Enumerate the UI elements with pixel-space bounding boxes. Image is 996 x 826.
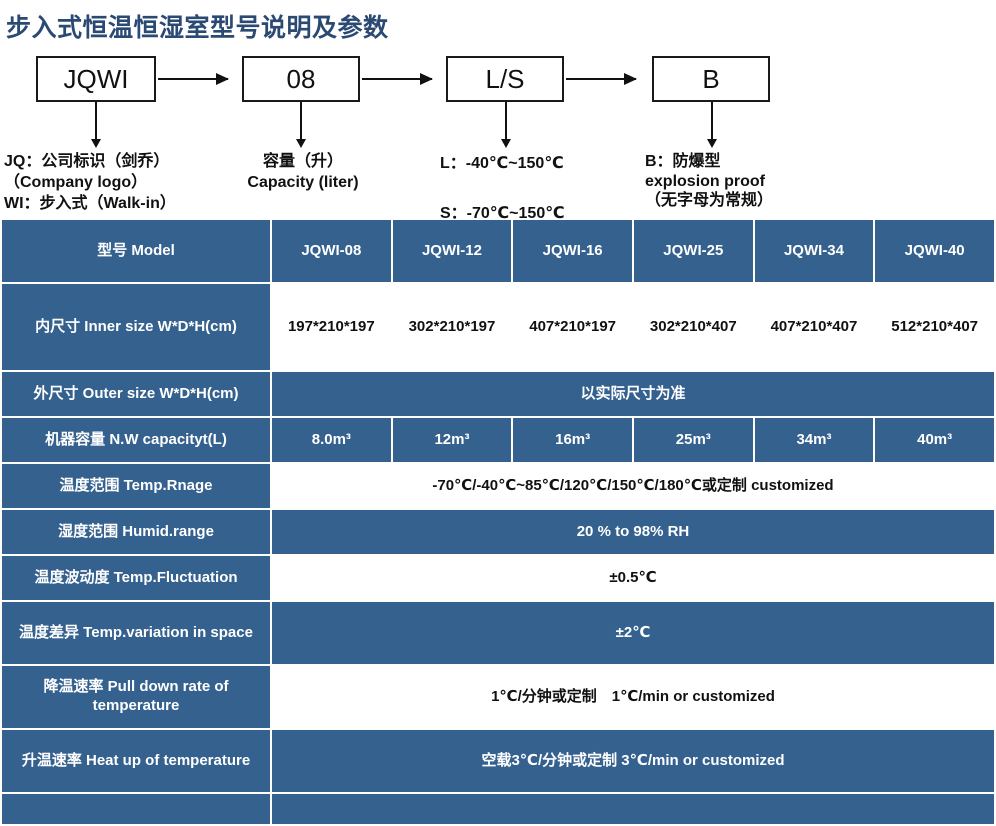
arrow-down-icon-2 — [296, 102, 305, 148]
row-label: 湿度范围 Humid.range — [2, 510, 270, 554]
row-label — [2, 794, 270, 824]
row-value-merged: ±2℃ — [272, 602, 994, 664]
arrow-down-icon-3 — [501, 102, 510, 148]
row-value-merged: 20 % to 98% RH — [272, 510, 994, 554]
row-label: 温度波动度 Temp.Fluctuation — [2, 556, 270, 600]
flow-box-jqwi: JQWI — [36, 56, 156, 102]
model-code-diagram: JQWI 08 L/S B JQ：公司标识（剑乔） （Company logo）… — [0, 48, 996, 222]
row-value-jqwi-08: 8.0m³ — [272, 418, 391, 462]
row-label: 外尺寸 Outer size W*D*H(cm) — [2, 372, 270, 416]
arrow-right-icon-3 — [566, 73, 637, 85]
table-row — [2, 794, 994, 824]
row-value-jqwi-08: 197*210*197 — [272, 284, 391, 370]
flow-box-capacity: 08 — [242, 56, 360, 102]
row-value-jqwi-34: 407*210*407 — [754, 284, 874, 370]
row-label: 温度范围 Temp.Rnage — [2, 464, 270, 508]
table-row: 温度范围 Temp.Rnage-70℃/-40℃~85℃/120℃/150℃/1… — [2, 464, 994, 508]
table-row: 外尺寸 Outer size W*D*H(cm)以实际尺寸为准 — [2, 372, 994, 416]
legend-company-logo: JQ：公司标识（剑乔） （Company logo） WI：步入式（Walk-i… — [4, 153, 176, 212]
row-value-merged: ±0.5℃ — [272, 556, 994, 600]
row-value-merged: 以实际尺寸为准 — [272, 372, 994, 416]
header-cell-model-jqwi-08: JQWI-08 — [272, 220, 391, 282]
row-label: 内尺寸 Inner size W*D*H(cm) — [2, 284, 270, 370]
row-value-jqwi-16: 407*210*197 — [513, 284, 632, 370]
row-value-merged: -70℃/-40℃~85℃/120℃/150℃/180℃或定制 customiz… — [272, 464, 994, 508]
row-value-jqwi-12: 12m³ — [392, 418, 512, 462]
header-cell-model-jqwi-25: JQWI-25 — [633, 220, 753, 282]
row-value-merged — [272, 794, 994, 824]
row-value-jqwi-16: 16m³ — [513, 418, 632, 462]
header-cell-model-jqwi-40: JQWI-40 — [875, 220, 994, 282]
arrow-down-icon-4 — [707, 102, 716, 148]
legend-capacity: 容量（升） Capacity (liter) — [247, 153, 359, 191]
row-value-jqwi-25: 25m³ — [633, 418, 753, 462]
table-row: 温度差异 Temp.variation in space±2℃ — [2, 602, 994, 664]
row-value-jqwi-25: 302*210*407 — [633, 284, 753, 370]
row-label: 机器容量 N.W capacityt(L) — [2, 418, 270, 462]
header-cell-model: 型号 Model — [2, 220, 270, 282]
arrow-down-icon-1 — [91, 102, 100, 148]
table-row: 温度波动度 Temp.Fluctuation±0.5℃ — [2, 556, 994, 600]
arrow-right-icon-2 — [362, 73, 433, 85]
legend-temperature-range: L：-40℃~150℃ S：-70℃~150℃ — [440, 155, 565, 222]
page-title: 步入式恒温恒湿室型号说明及参数 — [6, 14, 389, 42]
row-label: 温度差异 Temp.variation in space — [2, 602, 270, 664]
flow-box-temp-type: L/S — [446, 56, 564, 102]
legend-explosion-proof: B：防爆型 explosion proof （无字母为常规） — [645, 153, 774, 210]
row-label: 升温速率 Heat up of temperature — [2, 730, 270, 792]
row-value-jqwi-40: 40m³ — [875, 418, 994, 462]
header-cell-model-jqwi-16: JQWI-16 — [513, 220, 632, 282]
row-value-jqwi-12: 302*210*197 — [392, 284, 512, 370]
arrow-right-icon-1 — [158, 73, 229, 85]
row-value-jqwi-40: 512*210*407 — [875, 284, 994, 370]
row-value-merged: 空载3℃/分钟或定制 3℃/min or customized — [272, 730, 994, 792]
flow-box-explosion-proof: B — [652, 56, 770, 102]
header-cell-model-jqwi-12: JQWI-12 — [392, 220, 512, 282]
header-cell-model-jqwi-34: JQWI-34 — [754, 220, 874, 282]
row-value-merged: 1℃/分钟或定制 1℃/min or customized — [272, 666, 994, 728]
row-label: 降温速率 Pull down rate of temperature — [2, 666, 270, 728]
row-value-jqwi-34: 34m³ — [754, 418, 874, 462]
